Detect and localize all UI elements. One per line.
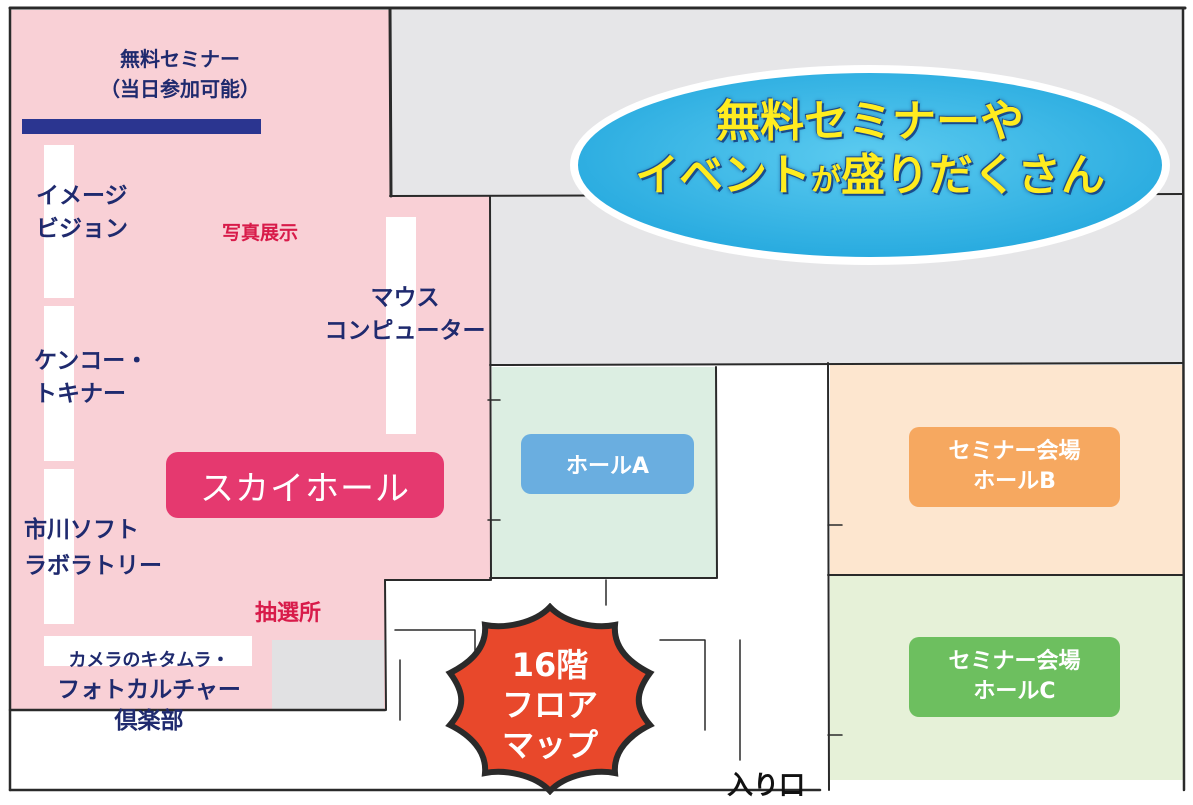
booth-kenko-line1: ケンコー・ bbox=[34, 348, 149, 374]
booth-mouse-line2: コンピューター bbox=[324, 318, 486, 344]
booth-image-vision-line1: イメージ bbox=[36, 183, 128, 209]
hall-c-label: セミナー会場 ホールC bbox=[909, 637, 1120, 717]
booth-kitamura bbox=[44, 636, 252, 666]
seminar-label-line1: 無料セミナー bbox=[120, 47, 240, 71]
floor-map-badge: 16階 フロア マップ bbox=[470, 645, 630, 765]
booth-kenko-line2: トキナー bbox=[34, 381, 126, 407]
booth-kenko: ケンコー・ トキナー bbox=[34, 345, 148, 411]
banner-line-2c: 盛りだくさん bbox=[841, 150, 1105, 201]
hall-b-line2: ホールB bbox=[973, 469, 1056, 494]
banner-line-1: 無料セミナーや bbox=[716, 96, 1024, 147]
booth-strip-2 bbox=[44, 306, 74, 461]
hall-b-line1: セミナー会場 bbox=[948, 439, 1081, 464]
hall-c-line1: セミナー会場 bbox=[948, 649, 1081, 674]
booth-kitamura-line3: 倶楽部 bbox=[114, 708, 184, 734]
booth-mouse-line1: マウス bbox=[370, 285, 440, 311]
hall-c-line2: ホールC bbox=[973, 679, 1056, 704]
booth-mouse: マウス コンピューター bbox=[300, 282, 510, 348]
hall-a-label: ホールA bbox=[521, 434, 694, 494]
banner-line-2b: が bbox=[811, 163, 841, 198]
booth-kitamura-line1: カメラのキタムラ・ bbox=[68, 650, 230, 671]
lottery-label: 抽選所 bbox=[255, 601, 322, 626]
booth-image-vision-line2: ビジョン bbox=[36, 216, 128, 242]
entrance-label: 入り口 bbox=[727, 771, 806, 801]
seminar-label-line2: （当日参加可能） bbox=[100, 77, 260, 101]
booth-ichikawa-line1: 市川ソフト bbox=[24, 517, 139, 543]
badge-line2: フロア bbox=[501, 686, 598, 724]
banner-ellipse bbox=[570, 65, 1170, 265]
banner-text: 無料セミナーや イベントが盛りだくさん bbox=[580, 95, 1160, 208]
photo-exhibit-label: 写真展示 bbox=[222, 222, 299, 244]
seminar-label: 無料セミナー （当日参加可能） bbox=[60, 44, 300, 104]
seminar-stage-bar bbox=[22, 119, 261, 134]
banner-line-2a: イベント bbox=[635, 150, 811, 201]
booth-ichikawa: 市川ソフト ラボラトリー bbox=[24, 512, 162, 584]
booth-strip-1 bbox=[44, 145, 74, 298]
gray-block-small bbox=[272, 640, 384, 710]
hall-b-label: セミナー会場 ホールB bbox=[909, 427, 1120, 507]
booth-kitamura-line2: フォトカルチャー bbox=[57, 677, 241, 703]
badge-line3: マップ bbox=[501, 726, 598, 764]
floor-map-badge-shape bbox=[445, 603, 655, 795]
booth-ichikawa-line2: ラボラトリー bbox=[24, 553, 162, 579]
booth-image-vision: イメージ ビジョン bbox=[36, 180, 128, 246]
badge-line1: 16階 bbox=[511, 646, 589, 684]
booth-strip-3 bbox=[44, 469, 74, 624]
banner-line-2: イベントが盛りだくさん bbox=[580, 149, 1160, 208]
booth-kitamura-label: カメラのキタムラ・ フォトカルチャー 倶楽部 bbox=[40, 648, 258, 736]
sky-hall-label: スカイホール bbox=[166, 452, 444, 518]
booth-strip-mouse bbox=[386, 217, 416, 434]
